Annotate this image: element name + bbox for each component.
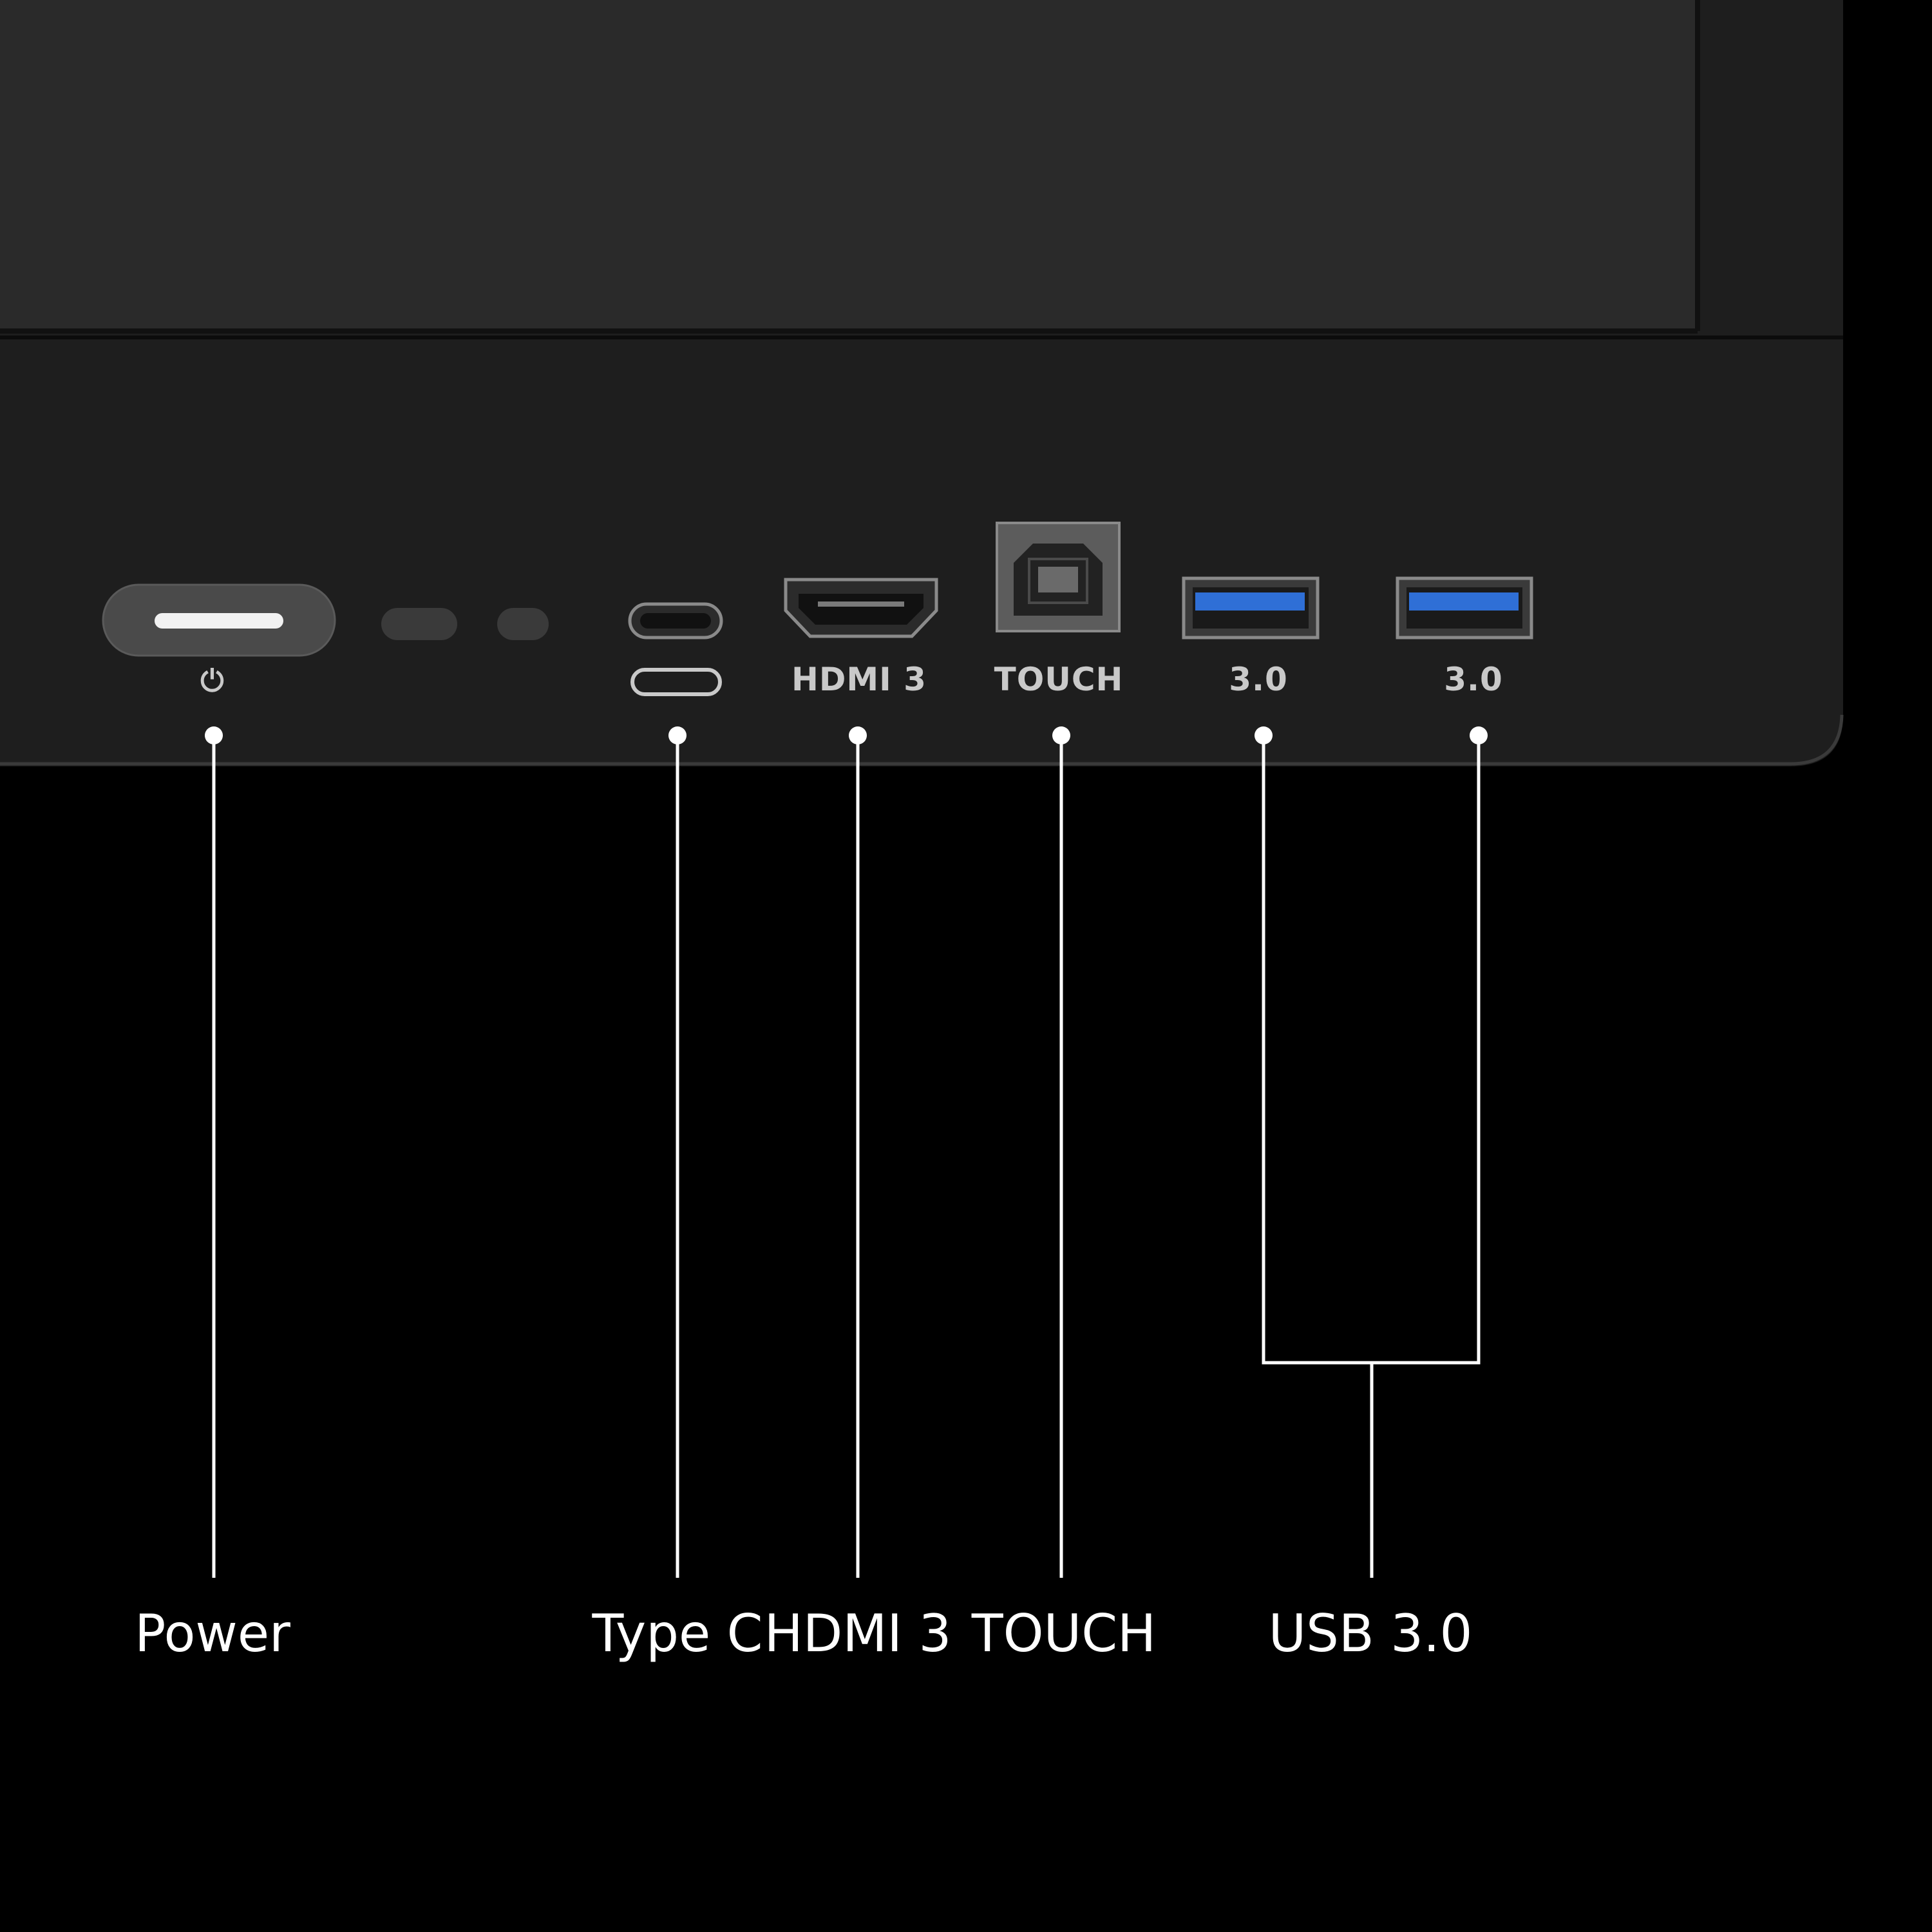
- usb-callout-label: USB 3.0: [1268, 1604, 1473, 1663]
- light-sensor: [381, 608, 457, 640]
- usb-2-silkscreen-label: 3.0: [1444, 661, 1503, 698]
- usb-port-1-tongue: [1195, 592, 1305, 611]
- hdmi-port-inner: [799, 594, 923, 625]
- touch-callout-label: TOUCH: [971, 1604, 1157, 1663]
- hdmi-callout-label: HDMI 3: [764, 1604, 952, 1663]
- display-screen: [0, 0, 1696, 330]
- hdmi-silkscreen-label: HDMI 3: [791, 661, 927, 698]
- touch-silkscreen-label: TOUCH: [994, 661, 1124, 698]
- type-c-callout-label: Type C: [592, 1604, 763, 1663]
- power-callout-label: Power: [135, 1604, 290, 1663]
- usb-bracket: [1262, 735, 1481, 1365]
- ir-receiver: [497, 608, 549, 640]
- bezel-bottom-edge: [0, 714, 1844, 766]
- power-led: [155, 613, 283, 629]
- leader-dots: [205, 726, 1488, 744]
- power-symbol-icon: ⏻: [200, 663, 225, 698]
- type-c-silkscreen-icon: [630, 668, 722, 696]
- type-c-port-inner: [640, 613, 711, 629]
- leader-lines: [212, 735, 1481, 1578]
- usb-port-2-tongue: [1409, 592, 1519, 611]
- usb-1-silkscreen-label: 3.0: [1229, 661, 1288, 698]
